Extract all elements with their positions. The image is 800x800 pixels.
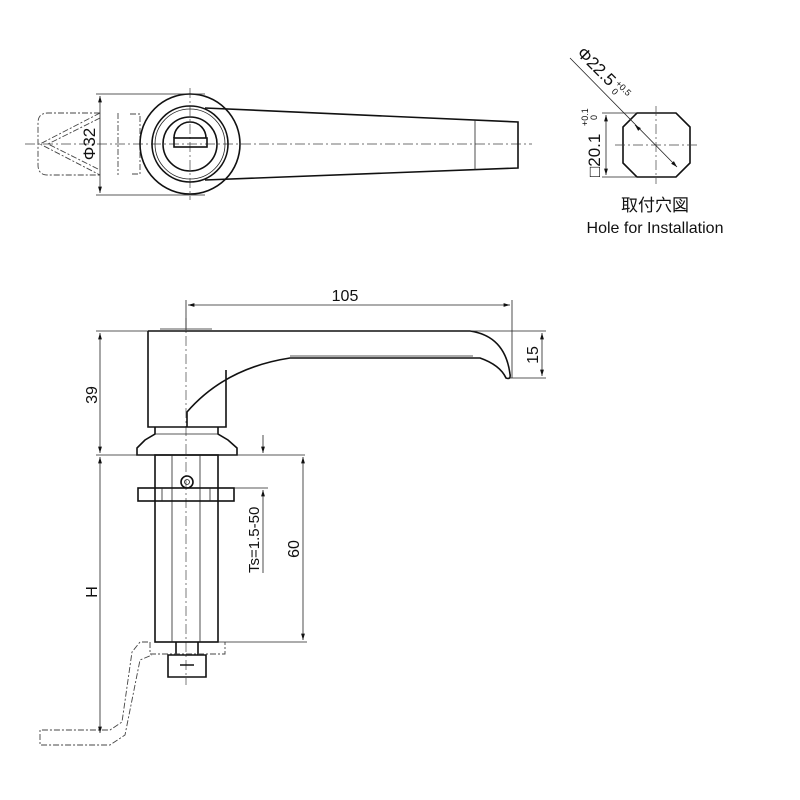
panel-thickness-label: Ts=1.5-50 — [246, 507, 263, 573]
length-105-label: 105 — [332, 288, 359, 305]
square-tol-upper: +0.1 — [580, 108, 590, 126]
set-screw-icon — [180, 475, 194, 489]
lever-height-15-label: 15 — [525, 346, 542, 364]
hole-view: Φ22.5 +0.5 0 □20.1 +0.1 0 取付穴図 Hole for … — [569, 43, 724, 237]
hole-title-en: Hole for Installation — [587, 220, 724, 237]
shaft-length-60-label: 60 — [286, 540, 303, 558]
lever-handle — [147, 330, 511, 428]
top-view: Φ32 — [25, 88, 532, 200]
phantom-cam — [39, 641, 153, 746]
hole-diameter-label: Φ22.5 — [573, 43, 619, 89]
handle-head-circle — [151, 105, 229, 183]
set-screw-center — [184, 479, 190, 485]
hole-diameter-tol-lower: 0 — [610, 86, 621, 97]
key-slot-icon — [173, 137, 208, 148]
head-inner-circle — [154, 108, 226, 180]
flange — [136, 427, 238, 456]
cam-screw — [167, 642, 207, 678]
head-height-39-label: 39 — [84, 386, 101, 404]
phantom-lever — [37, 112, 100, 176]
lock-cylinder-circle — [162, 116, 218, 172]
side-view: 105 15 39 H Ts=1.5-50 60 — [39, 288, 546, 746]
leader-arrow — [634, 124, 641, 131]
square-size-label: □20.1 — [585, 134, 604, 177]
phantom-cam-detail — [149, 642, 226, 655]
installation-hole-shape — [622, 112, 691, 178]
lever-body — [204, 107, 519, 181]
key-slot-arc — [173, 121, 207, 139]
shaft — [154, 454, 219, 643]
cam-height-H-label: H — [84, 586, 101, 598]
square-tol-lower: 0 — [589, 115, 599, 120]
diameter-leader-line — [569, 57, 678, 168]
diameter-32-label: Φ32 — [80, 128, 99, 160]
hole-title-jp: 取付穴図 — [621, 196, 689, 215]
